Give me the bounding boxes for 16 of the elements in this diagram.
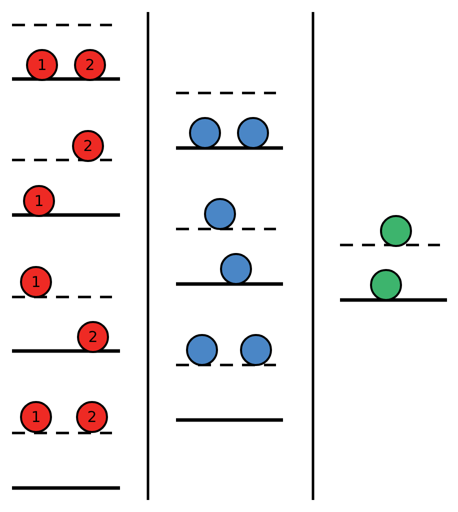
particle-circle (189, 117, 221, 149)
numbered-particle: 1 (23, 185, 55, 217)
particle-circle (186, 334, 218, 366)
numbered-particle: 1 (20, 401, 52, 433)
particle-circle (370, 269, 402, 301)
numbered-particle: 2 (72, 130, 104, 162)
particle-circle (237, 117, 269, 149)
particle-circle (204, 198, 236, 230)
numbered-particle: 1 (20, 266, 52, 298)
particle-circle (220, 253, 252, 285)
numbered-particle: 2 (76, 401, 108, 433)
particle-circle (380, 215, 412, 247)
numbered-particle: 2 (74, 49, 106, 81)
particle-circle (240, 334, 272, 366)
numbered-particle: 2 (77, 321, 109, 353)
numbered-particle: 1 (26, 49, 58, 81)
